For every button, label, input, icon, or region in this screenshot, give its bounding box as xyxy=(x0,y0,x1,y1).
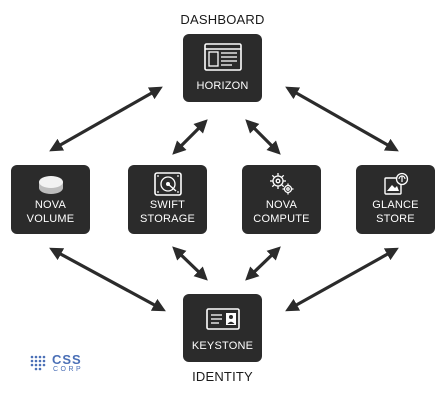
identity-caption: IDENTITY xyxy=(192,369,253,384)
arrow-horizon-nova-volume xyxy=(49,86,163,152)
hard-drive-icon xyxy=(153,172,182,196)
gears-icon xyxy=(269,173,293,195)
css-corp-logo: CSS CORP xyxy=(30,352,100,376)
keystone-label-line1: KEYSTONE xyxy=(191,340,254,352)
nova-compute-label-line2: COMPUTE xyxy=(253,213,310,225)
logo-grid-icon xyxy=(30,355,46,371)
arrow-nova-volume-keystone xyxy=(49,247,166,312)
logo-subtext: CORP xyxy=(53,366,84,373)
dashboard-caption: DASHBOARD xyxy=(180,12,265,27)
id-card-icon xyxy=(205,308,240,330)
keystone-label: KEYSTONE xyxy=(183,339,262,353)
swift-storage-node[interactable]: SWIFT STORAGE xyxy=(128,165,207,234)
swift-storage-label-line1: SWIFT xyxy=(149,199,186,211)
arrow-glance-keystone xyxy=(285,247,399,312)
web-page-icon xyxy=(203,43,242,71)
horizon-label: HORIZON xyxy=(183,79,262,93)
disk-icon xyxy=(38,176,63,194)
arrow-compute-keystone xyxy=(245,246,281,281)
keystone-node[interactable]: KEYSTONE xyxy=(183,294,262,362)
arrow-horizon-swift xyxy=(172,119,208,155)
horizon-node[interactable]: HORIZON xyxy=(183,34,262,102)
nova-compute-label-line1: NOVA xyxy=(265,199,298,211)
nova-volume-node[interactable]: NOVA VOLUME xyxy=(11,165,90,234)
arrow-horizon-glance xyxy=(285,86,399,152)
nova-volume-label-line2: VOLUME xyxy=(26,213,75,225)
glance-store-node[interactable]: GLANCE STORE xyxy=(356,165,435,234)
swift-storage-label-line2: STORAGE xyxy=(140,213,195,225)
glance-store-label-line1: GLANCE xyxy=(372,199,419,211)
arrow-horizon-compute xyxy=(245,119,281,155)
nova-compute-node[interactable]: NOVA COMPUTE xyxy=(242,165,321,234)
swift-storage-label: SWIFT STORAGE xyxy=(128,198,207,226)
arrow-swift-keystone xyxy=(172,246,208,281)
image-store-icon xyxy=(383,172,408,195)
logo-text: CSS xyxy=(52,352,82,367)
glance-store-label-line2: STORE xyxy=(376,213,415,225)
nova-compute-label: NOVA COMPUTE xyxy=(242,198,321,226)
glance-store-label: GLANCE STORE xyxy=(356,198,435,226)
horizon-label-line1: HORIZON xyxy=(196,80,249,92)
nova-volume-label-line1: NOVA xyxy=(34,199,67,211)
nova-volume-label: NOVA VOLUME xyxy=(11,198,90,226)
